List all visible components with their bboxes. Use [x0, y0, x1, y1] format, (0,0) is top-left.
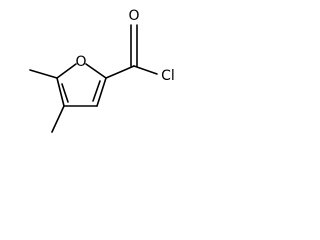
bond-c2-c3-inner: [61, 83, 69, 103]
structure-diagram: O O Cl: [0, 0, 186, 158]
bond-c5-o1: [85, 63, 107, 79]
chlorine-label: Cl: [161, 68, 175, 84]
bond-c4-c5-inner: [92, 80, 101, 102]
bond-o1-c2: [56, 63, 77, 79]
bond-carbonyl-cl: [133, 65, 158, 75]
ring-oxygen-label: O: [75, 54, 86, 70]
bond-c4-c5: [96, 77, 107, 107]
bond-c5-carbonyl: [105, 65, 135, 79]
bond-c2-c3: [56, 77, 65, 107]
molecule-drawing: O O Cl: [29, 8, 175, 133]
bond-c3-methyl: [51, 105, 65, 133]
carbonyl-oxygen-label: O: [128, 8, 139, 24]
bond-c2-methyl: [29, 69, 58, 79]
